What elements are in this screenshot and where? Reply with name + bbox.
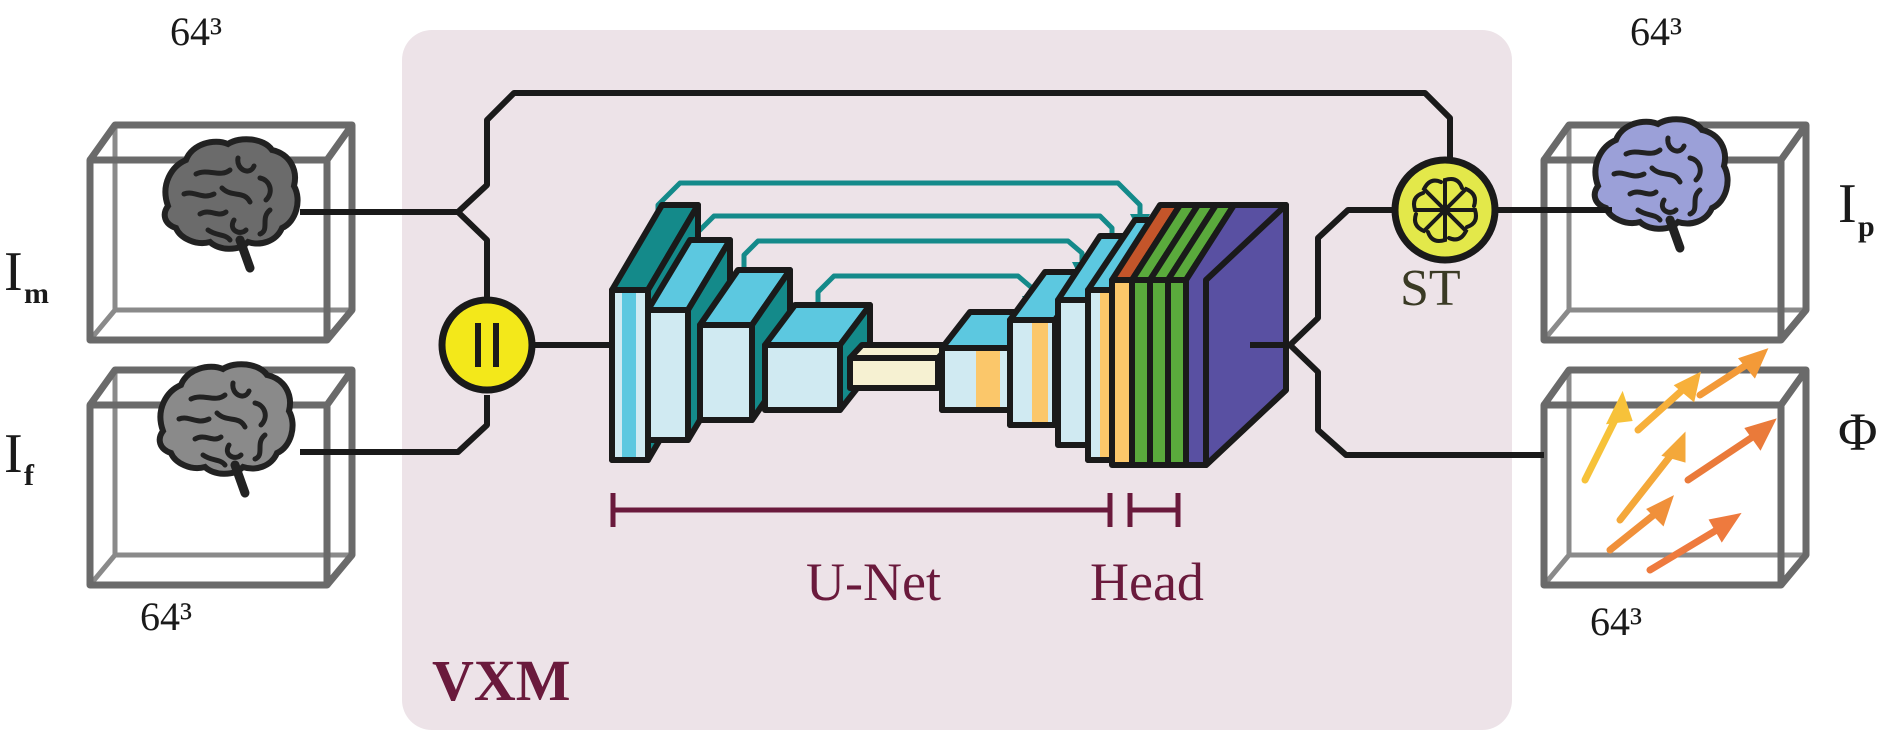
input-cube-moving — [86, 121, 356, 344]
label-spatial-transformer: ST — [1400, 260, 1461, 317]
label-deformation-field: Φ — [1838, 402, 1877, 462]
svg-text:I: I — [4, 241, 23, 303]
concatenate-icon[interactable] — [438, 296, 536, 394]
unet-encoder — [609, 202, 953, 463]
size-label-fixed: 64³ — [140, 594, 192, 639]
displacement-arrow-icon — [1581, 348, 1777, 574]
svg-text:I: I — [4, 423, 23, 485]
head-bracket — [1127, 493, 1181, 527]
svg-text:p: p — [1858, 210, 1875, 243]
label-warped-image: I p — [1838, 173, 1875, 243]
svg-text:f: f — [24, 459, 35, 492]
output-cube-warped — [1540, 119, 1810, 344]
size-label-deformation: 64³ — [1590, 599, 1642, 644]
brain-icon — [1595, 119, 1728, 248]
brain-icon — [165, 139, 298, 268]
head-layers — [1109, 202, 1289, 468]
output-cube-deformation — [1540, 348, 1810, 589]
label-head: Head — [1090, 552, 1204, 612]
svg-text:I: I — [1838, 173, 1857, 235]
size-label-moving: 64³ — [170, 9, 222, 54]
input-cube-fixed — [86, 364, 356, 589]
brain-icon — [160, 364, 293, 493]
spatial-transformer-icon[interactable] — [1391, 156, 1499, 264]
label-model-name: VXM — [432, 648, 571, 713]
label-fixed-image: I f — [4, 423, 35, 492]
svg-text:m: m — [24, 277, 49, 310]
size-label-warped: 64³ — [1630, 9, 1682, 54]
unet-bracket — [610, 493, 1113, 527]
label-unet: U-Net — [806, 552, 941, 612]
label-moving-image: I m — [4, 241, 49, 310]
